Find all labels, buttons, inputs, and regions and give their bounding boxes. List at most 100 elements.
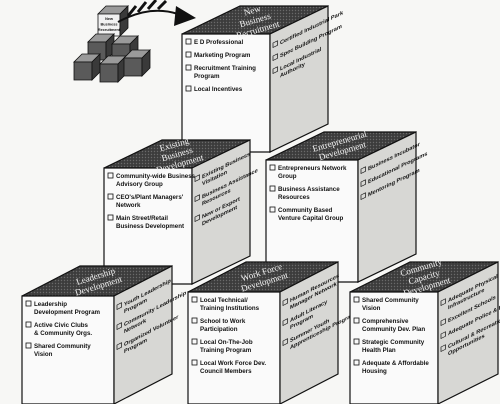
checkbox-icon — [191, 296, 198, 303]
cube-front-items: Local Technical/Training InstitutionsSch… — [191, 296, 266, 375]
checkbox-icon — [185, 51, 192, 58]
checkbox-icon — [353, 296, 360, 303]
checkbox-icon — [353, 338, 360, 345]
front-item-text: Business Development — [116, 223, 184, 230]
mini-cube-label: Business — [101, 23, 118, 27]
front-item-text: Group — [278, 173, 297, 180]
front-item-text: Marketing Program — [194, 52, 251, 59]
checkbox-icon — [360, 179, 366, 188]
checkbox-icon — [107, 193, 114, 200]
checkbox-icon — [194, 194, 200, 203]
cube-front-face — [21, 295, 115, 404]
front-item: Active Civic Clubs& Community Orgs. — [25, 321, 92, 337]
checkbox-icon — [25, 300, 32, 307]
front-item-text: Venture Capital Group — [278, 215, 344, 222]
front-item-text: Business Assistance — [278, 186, 340, 193]
front-item: Local Incentives — [185, 85, 243, 93]
mini-cube — [123, 49, 151, 77]
checkbox-icon — [282, 298, 288, 307]
front-item-text: Shared Community — [362, 297, 419, 304]
checkbox-icon — [440, 344, 446, 353]
front-item-text: Community Based — [278, 207, 333, 214]
cube-side-face — [113, 265, 173, 404]
cube-side-face — [269, 5, 329, 153]
front-item-text: Local Technical/ — [200, 297, 248, 304]
front-item-text: Community-wide Business — [116, 173, 196, 180]
checkbox-icon — [360, 192, 366, 201]
front-item-text: Comprehensive — [362, 318, 409, 325]
checkbox-icon — [272, 66, 278, 75]
checkbox-icon — [440, 318, 446, 327]
front-item-text: Local Incentives — [194, 86, 243, 93]
checkbox-icon — [25, 321, 32, 328]
front-item-text: CEO's/Plant Managers' — [116, 194, 184, 201]
front-item-text: Strategic Community — [362, 339, 425, 346]
checkbox-icon — [282, 338, 288, 347]
curved-arrow — [117, 0, 196, 26]
front-item-text: Participation — [200, 326, 238, 333]
front-item-text: Vision — [362, 305, 381, 312]
front-item-text: Vision — [34, 351, 53, 358]
checkbox-icon — [185, 85, 192, 92]
checkbox-icon — [116, 302, 122, 311]
front-item: Local Work Force Dev.Council Members — [191, 359, 266, 375]
checkbox-icon — [185, 64, 192, 71]
cube-entrepreneurial-development: EntrepreneurialDevelopmentEntrepreneurs … — [265, 128, 428, 283]
front-item-text: Health Plan — [362, 347, 396, 354]
front-item-text: Recruitment Training — [194, 65, 256, 72]
front-item-text: Shared Community — [34, 343, 91, 350]
cube-existing-business-development: ExistingBusinessDevelopmentCommunity-wid… — [103, 135, 258, 285]
front-item-text: Housing — [362, 368, 387, 375]
cube-leadership-development: LeadershipDevelopmentLeadershipDevelopme… — [21, 265, 186, 404]
mini-cube-label: Recruitment — [98, 28, 121, 32]
checkbox-icon — [269, 206, 276, 213]
checkbox-icon — [194, 174, 200, 183]
front-item-text: Leadership — [34, 301, 67, 308]
front-item-text: Main Street/Retail — [116, 215, 168, 222]
front-item-text: Community Dev. Plan — [362, 326, 425, 333]
front-item-text: & Community Orgs. — [34, 330, 92, 337]
front-item-text: Local Work Force Dev. — [200, 360, 266, 367]
checkbox-icon — [191, 338, 198, 345]
checkbox-icon — [269, 185, 276, 192]
checkbox-icon — [353, 359, 360, 366]
front-item-text: Council Members — [200, 368, 252, 375]
front-item: Local Technical/Training Institutions — [191, 296, 260, 312]
checkbox-icon — [191, 317, 198, 324]
front-item-text: Training Program — [200, 347, 252, 354]
front-item-text: School to Work — [200, 318, 246, 325]
front-item-text: Training Institutions — [200, 305, 260, 312]
cube-side-face — [191, 139, 251, 285]
front-item-text: Adequate & Affordable — [362, 360, 429, 367]
front-item-text: Advisory Group — [116, 181, 163, 188]
front-item-text: Resources — [278, 194, 310, 201]
front-item-text: Network — [116, 202, 141, 209]
checkbox-icon — [25, 342, 32, 349]
checkbox-icon — [191, 359, 198, 366]
front-item-text: Local On-The-Job — [200, 339, 253, 346]
mini-cube-label: New — [105, 17, 113, 21]
mini-cube — [73, 53, 101, 81]
cube-front-items: Shared CommunityVisionComprehensiveCommu… — [353, 296, 429, 375]
cube-side-face — [357, 131, 417, 283]
checkbox-icon — [116, 322, 122, 331]
cube-side-face — [279, 261, 339, 404]
front-item-text: E D Professional — [194, 39, 243, 46]
cube-front-face — [187, 291, 281, 404]
